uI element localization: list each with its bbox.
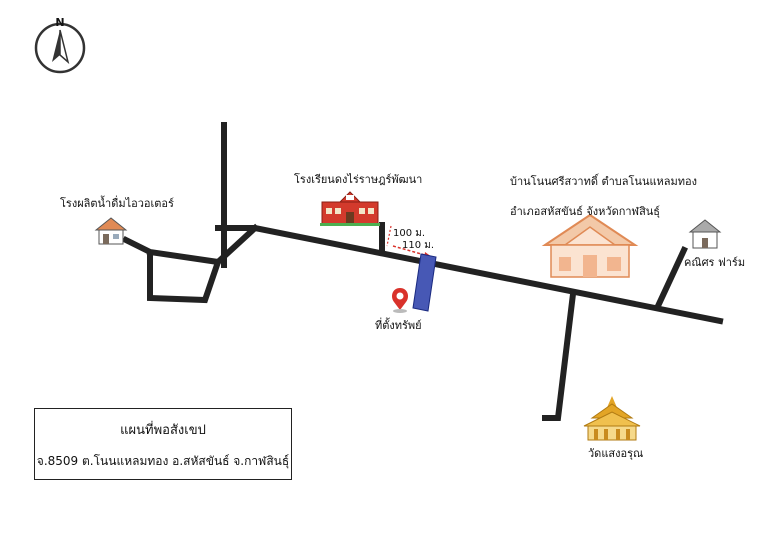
temple-label: วัดแสงอรุณ	[588, 447, 644, 460]
pin-icon	[392, 288, 408, 313]
village-label-line2: อำเภอสหัสขันธ์ จังหวัดกาฬสินธุ์	[510, 205, 661, 218]
compass-letter: N	[55, 16, 64, 29]
legend-subtitle: จ.8509 ต.โนนแหลมทอง อ.สหัสขันธ์ จ.กาฬสิน…	[36, 454, 290, 468]
property-plot[interactable]	[412, 253, 437, 312]
road-network	[121, 122, 724, 421]
north-arrow-icon: N	[34, 16, 86, 74]
school-label: โรงเรียนดงไร่ราษฎร์พัฒนา	[294, 173, 423, 186]
distance-property-label: 110 ม.	[402, 240, 435, 251]
village-label-line1: บ้านโนนศรีสวาทดิ์ ตำบลโนนแหลมทอง	[510, 175, 698, 188]
distance-school-label: 100 ม.	[393, 228, 426, 239]
water-factory-label: โรงผลิตน้ำดื่มไอวอเตอร์	[60, 197, 174, 210]
temple-road	[542, 290, 577, 421]
west-loop-road	[121, 235, 223, 304]
main-road	[215, 225, 724, 325]
house-icon	[688, 219, 722, 249]
farm-road	[654, 246, 688, 310]
temple-icon	[583, 396, 641, 441]
large-house-icon	[541, 213, 639, 278]
legend-title: แผนที่พอสังเขป	[120, 423, 206, 438]
property-label: ที่ตั้งทรัพย์	[375, 319, 422, 332]
farm-label: คณิศร ฟาร์ม	[684, 256, 746, 269]
school-icon	[320, 191, 380, 226]
diagonal-connector	[213, 223, 260, 267]
legend-box: แผนที่พอสังเขป จ.8509 ต.โนนแหลมทอง อ.สหั…	[34, 408, 292, 480]
house-icon	[94, 217, 128, 245]
